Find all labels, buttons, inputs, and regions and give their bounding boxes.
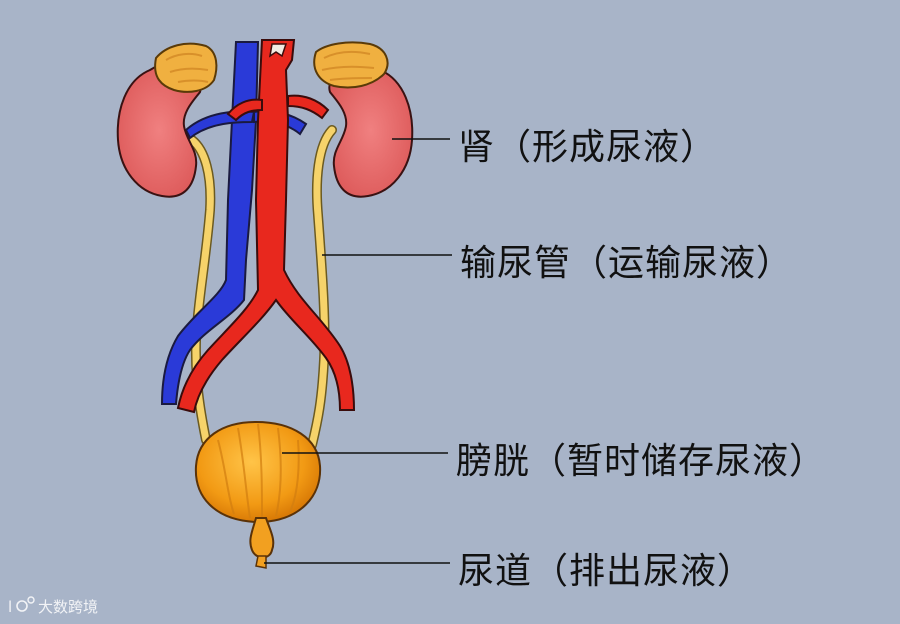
kidney-right: [314, 42, 412, 196]
urethra-label: 尿道（排出尿液）: [458, 542, 754, 594]
bladder-label: 膀胱（暂时储存尿液）: [456, 432, 826, 484]
watermark-text: 大数跨境: [38, 596, 98, 617]
bladder: [196, 422, 320, 568]
ureter-label: 输尿管（运输尿液）: [460, 234, 793, 286]
svg-text:l: l: [8, 598, 12, 616]
urethra: [250, 518, 273, 558]
watermark-logo: l: [8, 597, 34, 616]
adrenal-left: [155, 44, 216, 92]
kidney-label: 肾（形成尿液）: [458, 118, 717, 170]
adrenal-right: [314, 42, 387, 87]
